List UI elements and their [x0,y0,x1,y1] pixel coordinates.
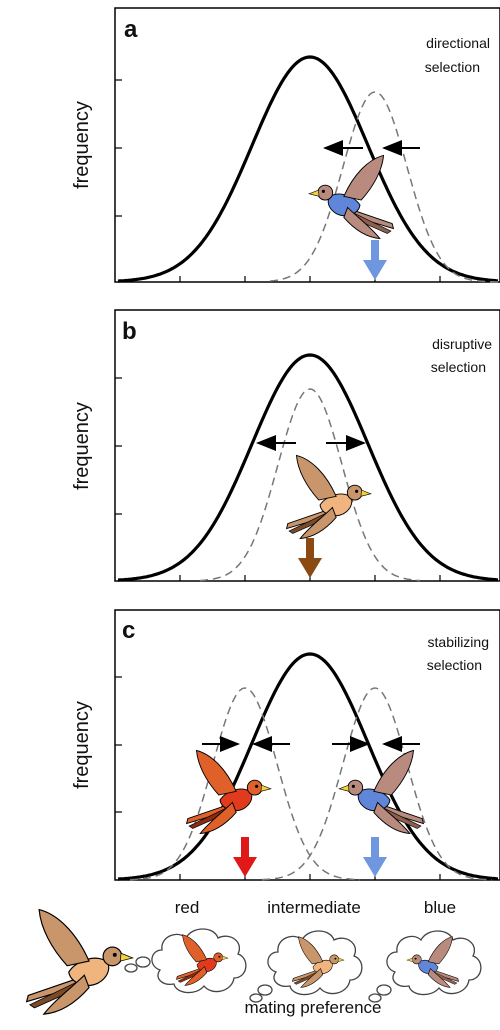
big-bird-brown [26,909,134,1015]
x-label-red: red [175,898,200,917]
panel-c-bird-red [186,749,272,834]
panel-b-preference-arrow [298,538,322,578]
panel-c: c stabilizing selection frequency [71,609,500,881]
panel-c-annotation-line2: selection [427,657,482,673]
panel-b-annotation-line1: disruptive [432,336,492,352]
panel-a-annotation-line1: directional [426,35,490,51]
panel-a-wide-curve [117,55,499,283]
panel-b-dashed-curve [199,388,421,582]
panel-a-annotation-line2: selection [425,59,480,75]
panel-b-bird-brown [286,454,372,539]
thought-bubble-blue [368,930,482,1003]
x-label-intermediate: intermediate [267,898,361,917]
panel-a-ticks [115,79,441,282]
panel-c-preference-arrow-blue [363,837,387,877]
panel-c-annotation-line1: stabilizing [428,634,489,650]
panel-b-wide-curve [117,353,499,582]
panel-a-ylabel: frequency [71,101,93,189]
panel-c-bird-blue [338,749,424,834]
thought-bubble-intermediate [249,930,363,1003]
x-axis-title: mating preference [244,998,381,1017]
panel-a: a directional selection frequency [71,7,500,283]
panel-c-ylabel: frequency [71,701,93,789]
panel-c-wide-curve [117,652,499,881]
thought-bubble-red [151,928,247,994]
x-label-blue: blue [424,898,456,917]
panel-c-frame [114,609,500,881]
panel-c-dashed-curve-left [129,687,361,881]
panel-letter-c: c [122,617,135,644]
panel-a-frame [114,7,500,283]
panel-letter-a: a [124,16,138,43]
panel-c-dashed-curve-right [261,687,493,881]
panel-a-preference-arrow [363,240,387,280]
panel-a-bird-blue [308,154,394,239]
panel-a-dashed-curve [269,91,498,283]
thought-bubble-trail [124,956,151,973]
panel-b-ylabel: frequency [71,402,93,490]
panel-c-preference-arrow-red [233,837,257,877]
panel-b: b disruptive selection frequency [71,309,500,582]
panel-letter-b: b [122,318,137,345]
panel-b-annotation-line2: selection [431,359,486,375]
